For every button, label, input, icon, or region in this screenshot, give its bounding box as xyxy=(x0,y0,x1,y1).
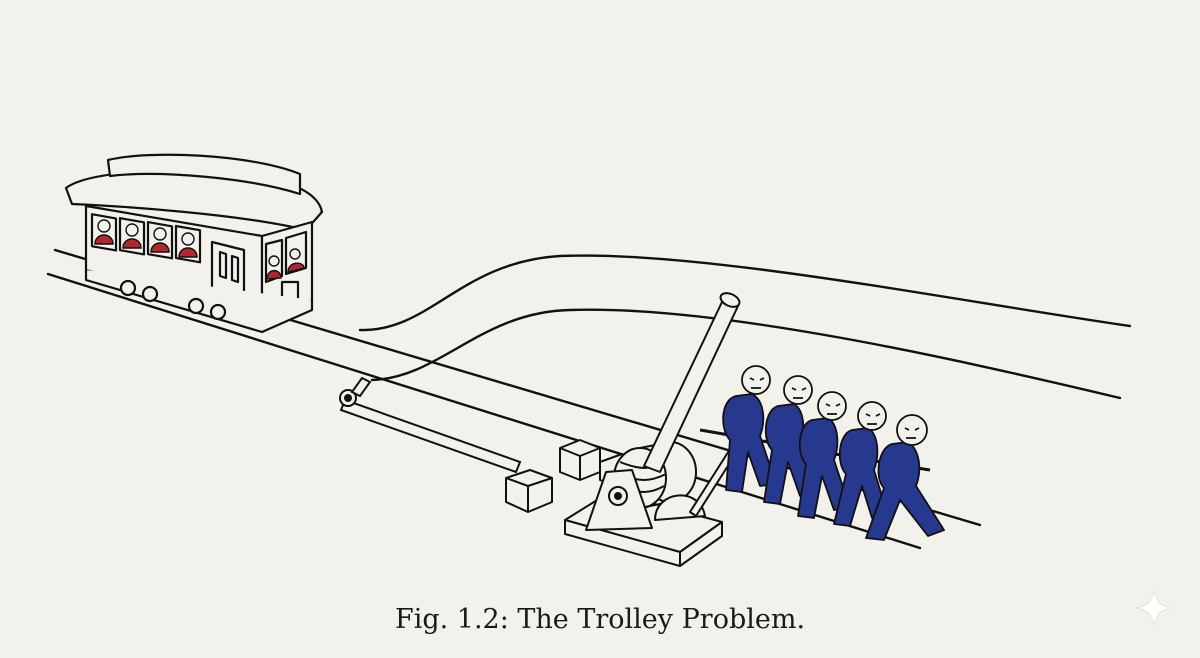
passenger xyxy=(266,255,282,280)
passenger xyxy=(94,219,114,245)
worker xyxy=(722,365,777,493)
passenger xyxy=(122,223,142,249)
passenger xyxy=(178,232,198,258)
sparkle-icon xyxy=(1135,589,1173,627)
figure-caption: Fig. 1.2: The Trolley Problem. xyxy=(394,604,806,635)
switch-rod xyxy=(339,376,522,474)
trolley-passengers xyxy=(94,219,305,280)
worker xyxy=(833,401,889,527)
branch-track xyxy=(358,254,1132,400)
worker xyxy=(865,414,945,541)
lever-machine xyxy=(505,292,741,567)
passenger xyxy=(287,248,305,273)
workers xyxy=(722,365,945,541)
worker xyxy=(797,391,851,519)
passenger xyxy=(150,227,170,253)
